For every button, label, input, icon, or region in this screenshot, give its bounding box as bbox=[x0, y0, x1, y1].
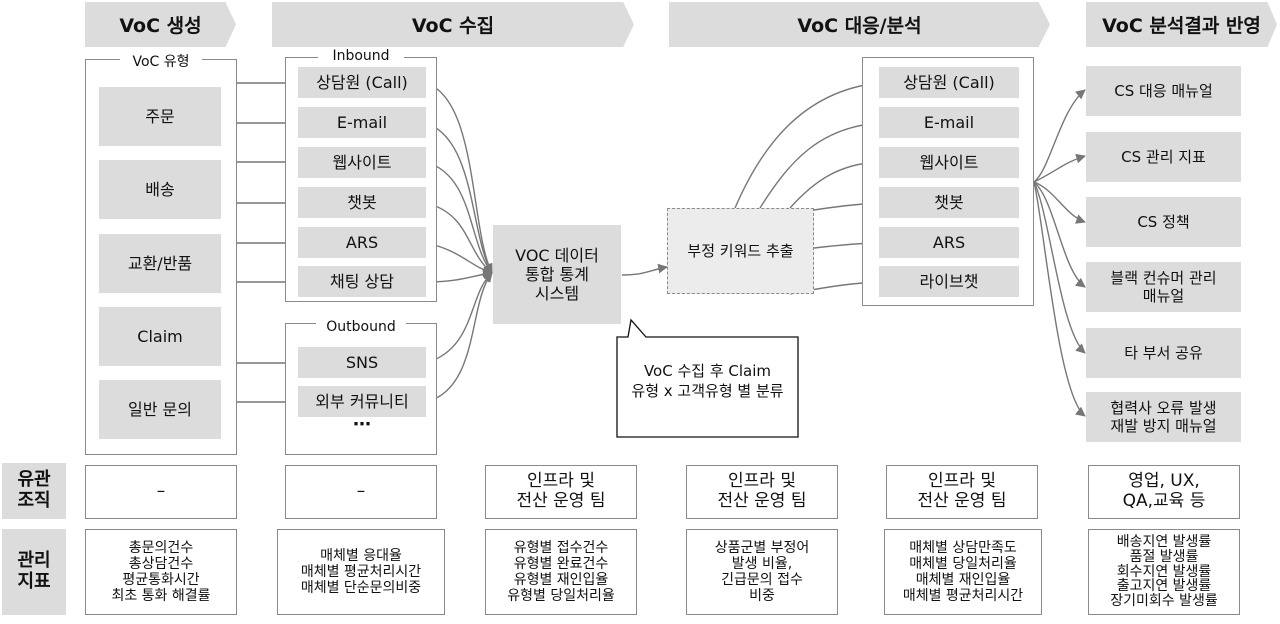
response-chatbot: 챗봇 bbox=[879, 187, 1019, 218]
org-cell: – bbox=[285, 465, 437, 519]
kpi-cell: 매체별 응대율 매체별 평균처리시간 매체별 단순문의비중 bbox=[277, 529, 445, 615]
result-cs-policy: CS 정책 bbox=[1086, 197, 1241, 247]
stage-voc-creation: VoC 생성 bbox=[85, 2, 236, 47]
stage-voc-analysis: VoC 대응/분석 bbox=[669, 2, 1050, 47]
inbound-call: 상담원 (Call) bbox=[298, 67, 426, 98]
curve-to-result bbox=[1033, 181, 1086, 354]
result-black-consumer-manual: 블랙 컨슈머 관리 매뉴얼 bbox=[1086, 262, 1241, 312]
org-cell: 영업, UX, QA,교육 등 bbox=[1088, 465, 1240, 519]
curve-to-integration bbox=[425, 82, 493, 274]
outbound-label: Outbound bbox=[316, 319, 406, 339]
curve-to-result bbox=[1033, 89, 1086, 183]
result-cs-manual: CS 대응 매뉴얼 bbox=[1086, 66, 1241, 116]
voc-type-general-inquiry: 일반 문의 bbox=[99, 380, 221, 439]
kpi-cell: 총문의건수 총상담건수 평균통화시간 최초 통화 해결률 bbox=[85, 529, 237, 615]
curve-to-integration bbox=[425, 122, 493, 274]
outbound-more-ellipsis: ⋯ bbox=[353, 414, 371, 435]
inbound-email: E-mail bbox=[298, 107, 426, 138]
stage-voc-collection: VoC 수집 bbox=[272, 2, 634, 47]
kpi-cell: 매체별 상담만족도 매체별 당일처리율 매체별 재인입율 매체별 평균처리시간 bbox=[884, 529, 1042, 615]
kpi-cell: 유형별 접수건수 유형별 완료건수 유형별 재인입율 유형별 당일처리율 bbox=[485, 529, 637, 615]
curve-to-integration bbox=[425, 161, 493, 274]
org-cell: 인프라 및 전산 운영 팀 bbox=[686, 465, 838, 519]
voc-type-exchange-return: 교환/반품 bbox=[99, 234, 221, 293]
outbound-sns: SNS bbox=[298, 347, 426, 378]
voc-type-label: VoC 유형 bbox=[120, 51, 202, 71]
kpi-cell: 상품군별 부정어 발생 비율, 긴급문의 접수 비중 bbox=[686, 529, 838, 615]
result-dept-share: 타 부서 공유 bbox=[1086, 328, 1241, 378]
curve-to-integration bbox=[425, 272, 493, 403]
curve-to-result bbox=[1033, 181, 1086, 288]
result-cs-kpi: CS 관리 지표 bbox=[1086, 132, 1241, 182]
negative-keyword-extraction: 부정 키워드 추출 bbox=[667, 208, 814, 294]
stage-label: VoC 수집 bbox=[411, 15, 495, 37]
stage-voc-reflection: VoC 분석결과 반영 bbox=[1086, 2, 1277, 47]
response-website: 웹사이트 bbox=[879, 147, 1019, 178]
response-call: 상담원 (Call) bbox=[879, 67, 1019, 98]
stage-label: VoC 생성 bbox=[119, 15, 202, 37]
curve-to-result bbox=[1033, 181, 1086, 224]
inbound-ars: ARS bbox=[298, 227, 426, 258]
stage-label: VoC 분석결과 반영 bbox=[1102, 15, 1261, 37]
curve-to-response-channel bbox=[759, 118, 879, 209]
org-cell: 인프라 및 전산 운영 팀 bbox=[886, 465, 1038, 519]
response-ars: ARS bbox=[879, 227, 1019, 258]
result-partner-error-manual: 협력사 오류 발생 재발 방지 매뉴얼 bbox=[1086, 392, 1241, 442]
inbound-website: 웹사이트 bbox=[298, 147, 426, 178]
response-livechat: 라이브챗 bbox=[879, 266, 1019, 297]
inbound-chat-counsel: 채팅 상담 bbox=[298, 266, 426, 297]
voc-type-order: 주문 bbox=[99, 87, 221, 146]
org-cell: 인프라 및 전산 운영 팀 bbox=[485, 465, 637, 519]
curve-to-response-channel bbox=[734, 79, 879, 209]
response-channel-frame bbox=[862, 57, 1034, 306]
curve-to-result bbox=[1033, 181, 1086, 417]
callout-text: VoC 수집 후 Claim 유형 x 고객유형 별 분류 bbox=[631, 362, 784, 400]
row-label-kpi: 관리 지표 bbox=[2, 529, 66, 615]
org-cell: – bbox=[85, 465, 237, 519]
integration-system: VOC 데이터 통합 통계 시스템 bbox=[493, 225, 621, 324]
inbound-chatbot: 챗봇 bbox=[298, 187, 426, 218]
voc-type-delivery: 배송 bbox=[99, 160, 221, 219]
row-label-related-org: 유관 조직 bbox=[2, 463, 66, 519]
voc-type-claim: Claim bbox=[99, 307, 221, 366]
arrow-integration-to-extraction bbox=[621, 263, 668, 276]
inbound-label: Inbound bbox=[318, 48, 404, 68]
curve-to-result bbox=[1033, 153, 1086, 183]
outbound-community: 외부 커뮤니티 bbox=[298, 386, 426, 417]
response-email: E-mail bbox=[879, 107, 1019, 138]
kpi-cell: 배송지연 발생률 품절 발생률 회수지연 발생률 출고지연 발생률 장기미회수 … bbox=[1088, 529, 1240, 615]
stage-label: VoC 대응/분석 bbox=[797, 15, 922, 37]
